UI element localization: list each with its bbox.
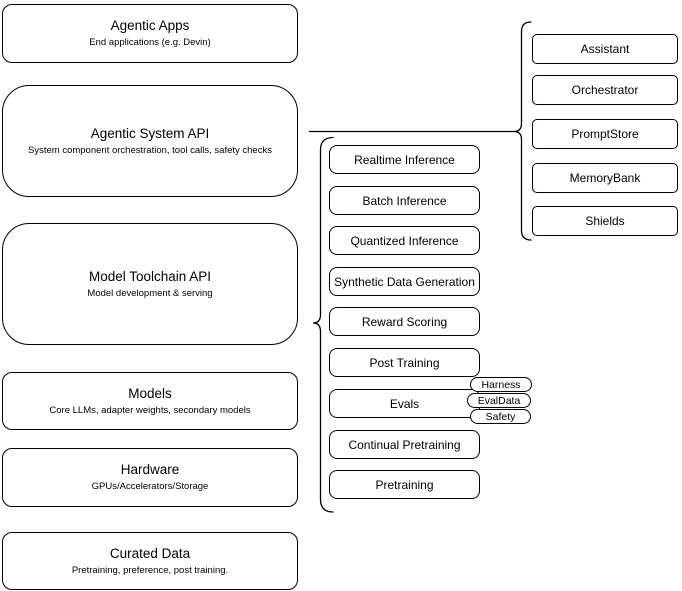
node-shields: Shields <box>532 206 678 236</box>
node-hardware: Hardware GPUs/Accelerators/Storage <box>2 448 298 507</box>
node-models: Models Core LLMs, adapter weights, secon… <box>2 372 298 430</box>
node-title: Hardware <box>120 462 180 477</box>
node-curated-data: Curated Data Pretraining, preference, po… <box>2 532 298 590</box>
node-title: Model Toolchain API <box>88 268 212 284</box>
brace-system-components <box>513 21 532 241</box>
node-subtitle: System component orchestration, tool cal… <box>28 144 272 156</box>
node-agentic-apps: Agentic Apps End applications (e.g. Devi… <box>2 4 298 63</box>
pill-harness: Harness <box>470 377 532 392</box>
pill-evaldata: EvalData <box>467 393 531 408</box>
node-subtitle: GPUs/Accelerators/Storage <box>91 481 209 492</box>
pill-safety: Safety <box>470 409 531 424</box>
node-pretraining: Pretraining <box>329 470 480 499</box>
node-agentic-system-api: Agentic System API System component orch… <box>2 85 298 197</box>
node-realtime-inference: Realtime Inference <box>329 145 480 174</box>
node-synthetic-data-generation: Synthetic Data Generation <box>329 267 480 296</box>
node-continual-pretraining: Continual Pretraining <box>329 430 480 459</box>
node-quantized-inference: Quantized Inference <box>329 226 480 255</box>
node-subtitle: Core LLMs, adapter weights, secondary mo… <box>49 404 251 416</box>
node-memorybank: MemoryBank <box>532 163 678 193</box>
node-model-toolchain-api: Model Toolchain API Model development & … <box>2 223 298 345</box>
node-subtitle: End applications (e.g. Devin) <box>89 37 211 48</box>
node-reward-scoring: Reward Scoring <box>329 307 480 336</box>
node-batch-inference: Batch Inference <box>329 186 480 215</box>
node-title: Models <box>128 385 172 401</box>
node-subtitle: Model development & serving <box>87 287 213 299</box>
node-promptstore: PromptStore <box>532 119 678 149</box>
node-title: Agentic Apps <box>110 18 190 33</box>
node-orchestrator: Orchestrator <box>532 75 678 105</box>
node-post-training: Post Training <box>329 348 480 377</box>
node-assistant: Assistant <box>532 34 678 64</box>
node-subtitle: Pretraining, preference, post training. <box>71 564 229 576</box>
node-title: Curated Data <box>109 545 191 561</box>
node-evals: Evals <box>329 389 480 418</box>
node-title: Agentic System API <box>90 125 210 141</box>
